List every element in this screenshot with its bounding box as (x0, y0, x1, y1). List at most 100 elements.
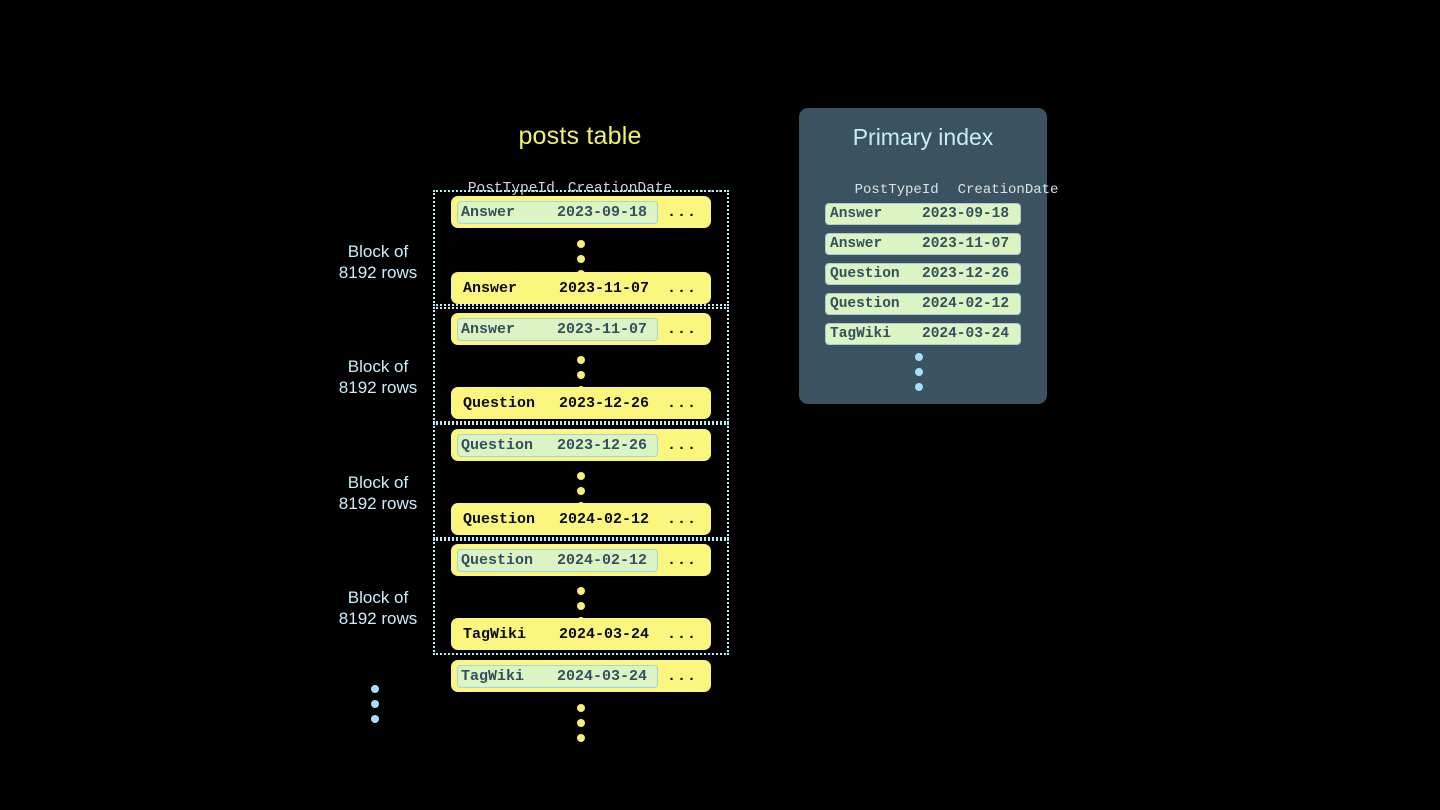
row-more-indicator: ... (666, 203, 697, 221)
dot (577, 240, 585, 248)
block-label-1: Block of 8192 rows (330, 241, 426, 283)
row-posttypeid: TagWiki (463, 625, 527, 643)
index-posttypeid: TagWiki (830, 326, 891, 342)
dot (915, 353, 923, 361)
table-row: Question 2023-12-26 ... (451, 387, 711, 419)
dot (915, 383, 923, 391)
block-4 (433, 539, 729, 655)
dot (577, 734, 585, 742)
posts-table-section: posts table PostTypeId CreationDate... Bl… (330, 110, 740, 750)
block-label-line2: 8192 rows (338, 494, 418, 513)
block-label-line1: Block of (347, 588, 409, 607)
dot (915, 368, 923, 376)
block-continuation-dots (371, 685, 379, 723)
table-row: TagWiki 2024-03-24 ... (451, 618, 711, 650)
index-posttypeid: Question (830, 266, 900, 282)
row-posttypeid: Answer (461, 320, 516, 338)
table-row: Answer 2023-09-18 ... (451, 196, 711, 228)
block-3 (433, 423, 729, 539)
dot (577, 472, 585, 480)
row-creationdate: 2023-12-26 (557, 436, 648, 454)
row-more-indicator: ... (666, 551, 697, 569)
dot (577, 487, 585, 495)
row-more-indicator: ... (666, 320, 697, 338)
row-fields: TagWiki 2024-03-24 (460, 624, 659, 645)
row-creationdate: 2023-11-07 (559, 279, 650, 297)
primary-index-panel: Primary index PostTypeId CreationDate Ans… (799, 108, 1058, 404)
table-continuation-dots (577, 704, 585, 742)
block-1 (433, 190, 729, 306)
block-label-2: Block of 8192 rows (330, 356, 426, 398)
block-2 (433, 307, 729, 423)
dot (577, 255, 585, 263)
row-posttypeid: Question (463, 394, 536, 412)
row-creationdate: 2024-03-24 (559, 625, 650, 643)
dot (577, 719, 585, 727)
block-label-line2: 8192 rows (338, 263, 418, 282)
row-creationdate: 2024-02-12 (557, 551, 648, 569)
index-creationdate: 2024-03-24 (922, 326, 1010, 342)
row-posttypeid: Question (461, 436, 534, 454)
block-label-line2: 8192 rows (338, 609, 418, 628)
index-posttypeid: Answer (830, 206, 883, 222)
block-label-4: Block of 8192 rows (330, 587, 426, 629)
index-posttypeid: Answer (830, 236, 883, 252)
block-label-line1: Block of (347, 473, 409, 492)
row-highlight-box: Answer 2023-11-07 (457, 317, 658, 341)
row-more-indicator: ... (666, 625, 697, 643)
row-highlight-box: Answer 2023-09-18 (457, 200, 658, 224)
posts-table-title: posts table (518, 122, 642, 150)
index-row: Answer 2023-09-18 (825, 203, 1021, 225)
column-header-posttypeid: PostTypeId (467, 181, 555, 197)
posts-table-column-headers: PostTypeId CreationDate... (433, 165, 733, 213)
row-more-indicator: ... (666, 394, 697, 412)
row-posttypeid: TagWiki (461, 667, 525, 685)
block-label-line1: Block of (347, 357, 409, 376)
row-creationdate: 2023-09-18 (557, 203, 648, 221)
dot (577, 587, 585, 595)
index-row: Answer 2023-11-07 (825, 233, 1021, 255)
block-label-line1: Block of (347, 242, 409, 261)
dot (371, 700, 379, 708)
table-row: Answer 2023-11-07 ... (451, 313, 711, 345)
index-row: Question 2024-02-12 (825, 293, 1021, 315)
index-creationdate: 2023-09-18 (922, 206, 1010, 222)
row-highlight-box: Question 2023-12-26 (457, 433, 658, 457)
index-posttypeid: Question (830, 296, 900, 312)
primary-index-column-headers: PostTypeId CreationDate (821, 166, 1059, 214)
dot (577, 371, 585, 379)
row-more-indicator: ... (666, 279, 697, 297)
row-fields: Answer 2023-11-07 (460, 278, 659, 299)
index-creationdate: 2024-02-12 (922, 296, 1010, 312)
row-fields: Question 2024-02-12 (460, 509, 659, 530)
row-highlight-box: TagWiki 2024-03-24 (457, 664, 658, 688)
row-posttypeid: Answer (461, 203, 516, 221)
column-header-posttypeid: PostTypeId (854, 182, 939, 198)
row-creationdate: 2024-03-24 (557, 667, 648, 685)
index-continuation-dots (915, 353, 923, 391)
row-more-indicator: ... (666, 510, 697, 528)
table-row: Question 2024-02-12 ... (451, 503, 711, 535)
column-header-more: ... (697, 181, 724, 197)
table-row: Answer 2023-11-07 ... (451, 272, 711, 304)
dot (371, 685, 379, 693)
row-posttypeid: Answer (463, 279, 518, 297)
block-label-3: Block of 8192 rows (330, 472, 426, 514)
primary-index-title: Primary index (852, 124, 994, 150)
column-header-creationdate: CreationDate (957, 182, 1059, 198)
dot (371, 715, 379, 723)
dot (577, 704, 585, 712)
row-creationdate: 2024-02-12 (559, 510, 650, 528)
block-label-line2: 8192 rows (338, 378, 418, 397)
row-creationdate: 2023-12-26 (559, 394, 650, 412)
row-creationdate: 2023-11-07 (557, 320, 648, 338)
index-creationdate: 2023-11-07 (922, 236, 1010, 252)
row-posttypeid: Question (463, 510, 536, 528)
column-header-creationdate: CreationDate (567, 181, 673, 197)
dot (577, 602, 585, 610)
